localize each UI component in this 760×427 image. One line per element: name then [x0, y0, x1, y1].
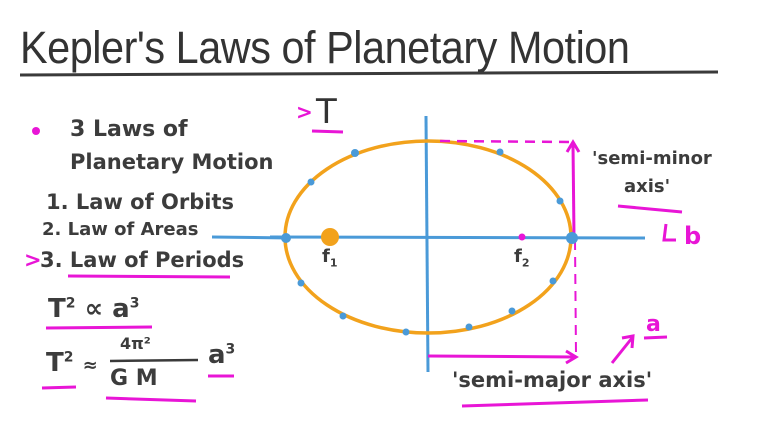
page-title: Kepler's Laws of Planetary Motion	[20, 22, 630, 73]
periods-underline	[67, 274, 231, 279]
vertical-axis	[424, 115, 430, 373]
semi-minor-label-2: axis'	[624, 176, 671, 197]
semi-major-label: 'semi-major axis'	[452, 368, 653, 392]
period-label: T	[316, 92, 337, 132]
law-2: 2. Law of Areas	[42, 219, 199, 240]
sun-icon	[321, 228, 339, 246]
focus1-label: f1	[322, 246, 338, 270]
equation-rhs: a3	[208, 340, 236, 370]
heading-line2: Planetary Motion	[70, 150, 274, 174]
law-1: 1. Law of Orbits	[46, 190, 235, 214]
semi-minor-symbol: b	[684, 222, 702, 250]
focus2-label: f2	[514, 246, 530, 270]
period-marker: >	[296, 100, 313, 124]
law-3-marker: >	[24, 248, 42, 272]
title-underline	[19, 70, 719, 77]
focus2-dot	[518, 233, 526, 241]
equation-numerator: 4π²	[120, 334, 151, 353]
heading-line1: 3 Laws of	[70, 117, 188, 142]
equation-lhs: T2 ≈	[46, 348, 98, 378]
semi-major-symbol: a	[646, 312, 661, 337]
bullet-dot	[32, 127, 40, 135]
equation-denominator: G M	[110, 366, 158, 391]
semi-minor-label-1: 'semi-minor	[592, 148, 712, 169]
orbit-points	[281, 148, 578, 336]
law-3: 3. Law of Periods	[40, 248, 245, 272]
equation-proportional: T2 ∝ a3	[48, 294, 140, 324]
